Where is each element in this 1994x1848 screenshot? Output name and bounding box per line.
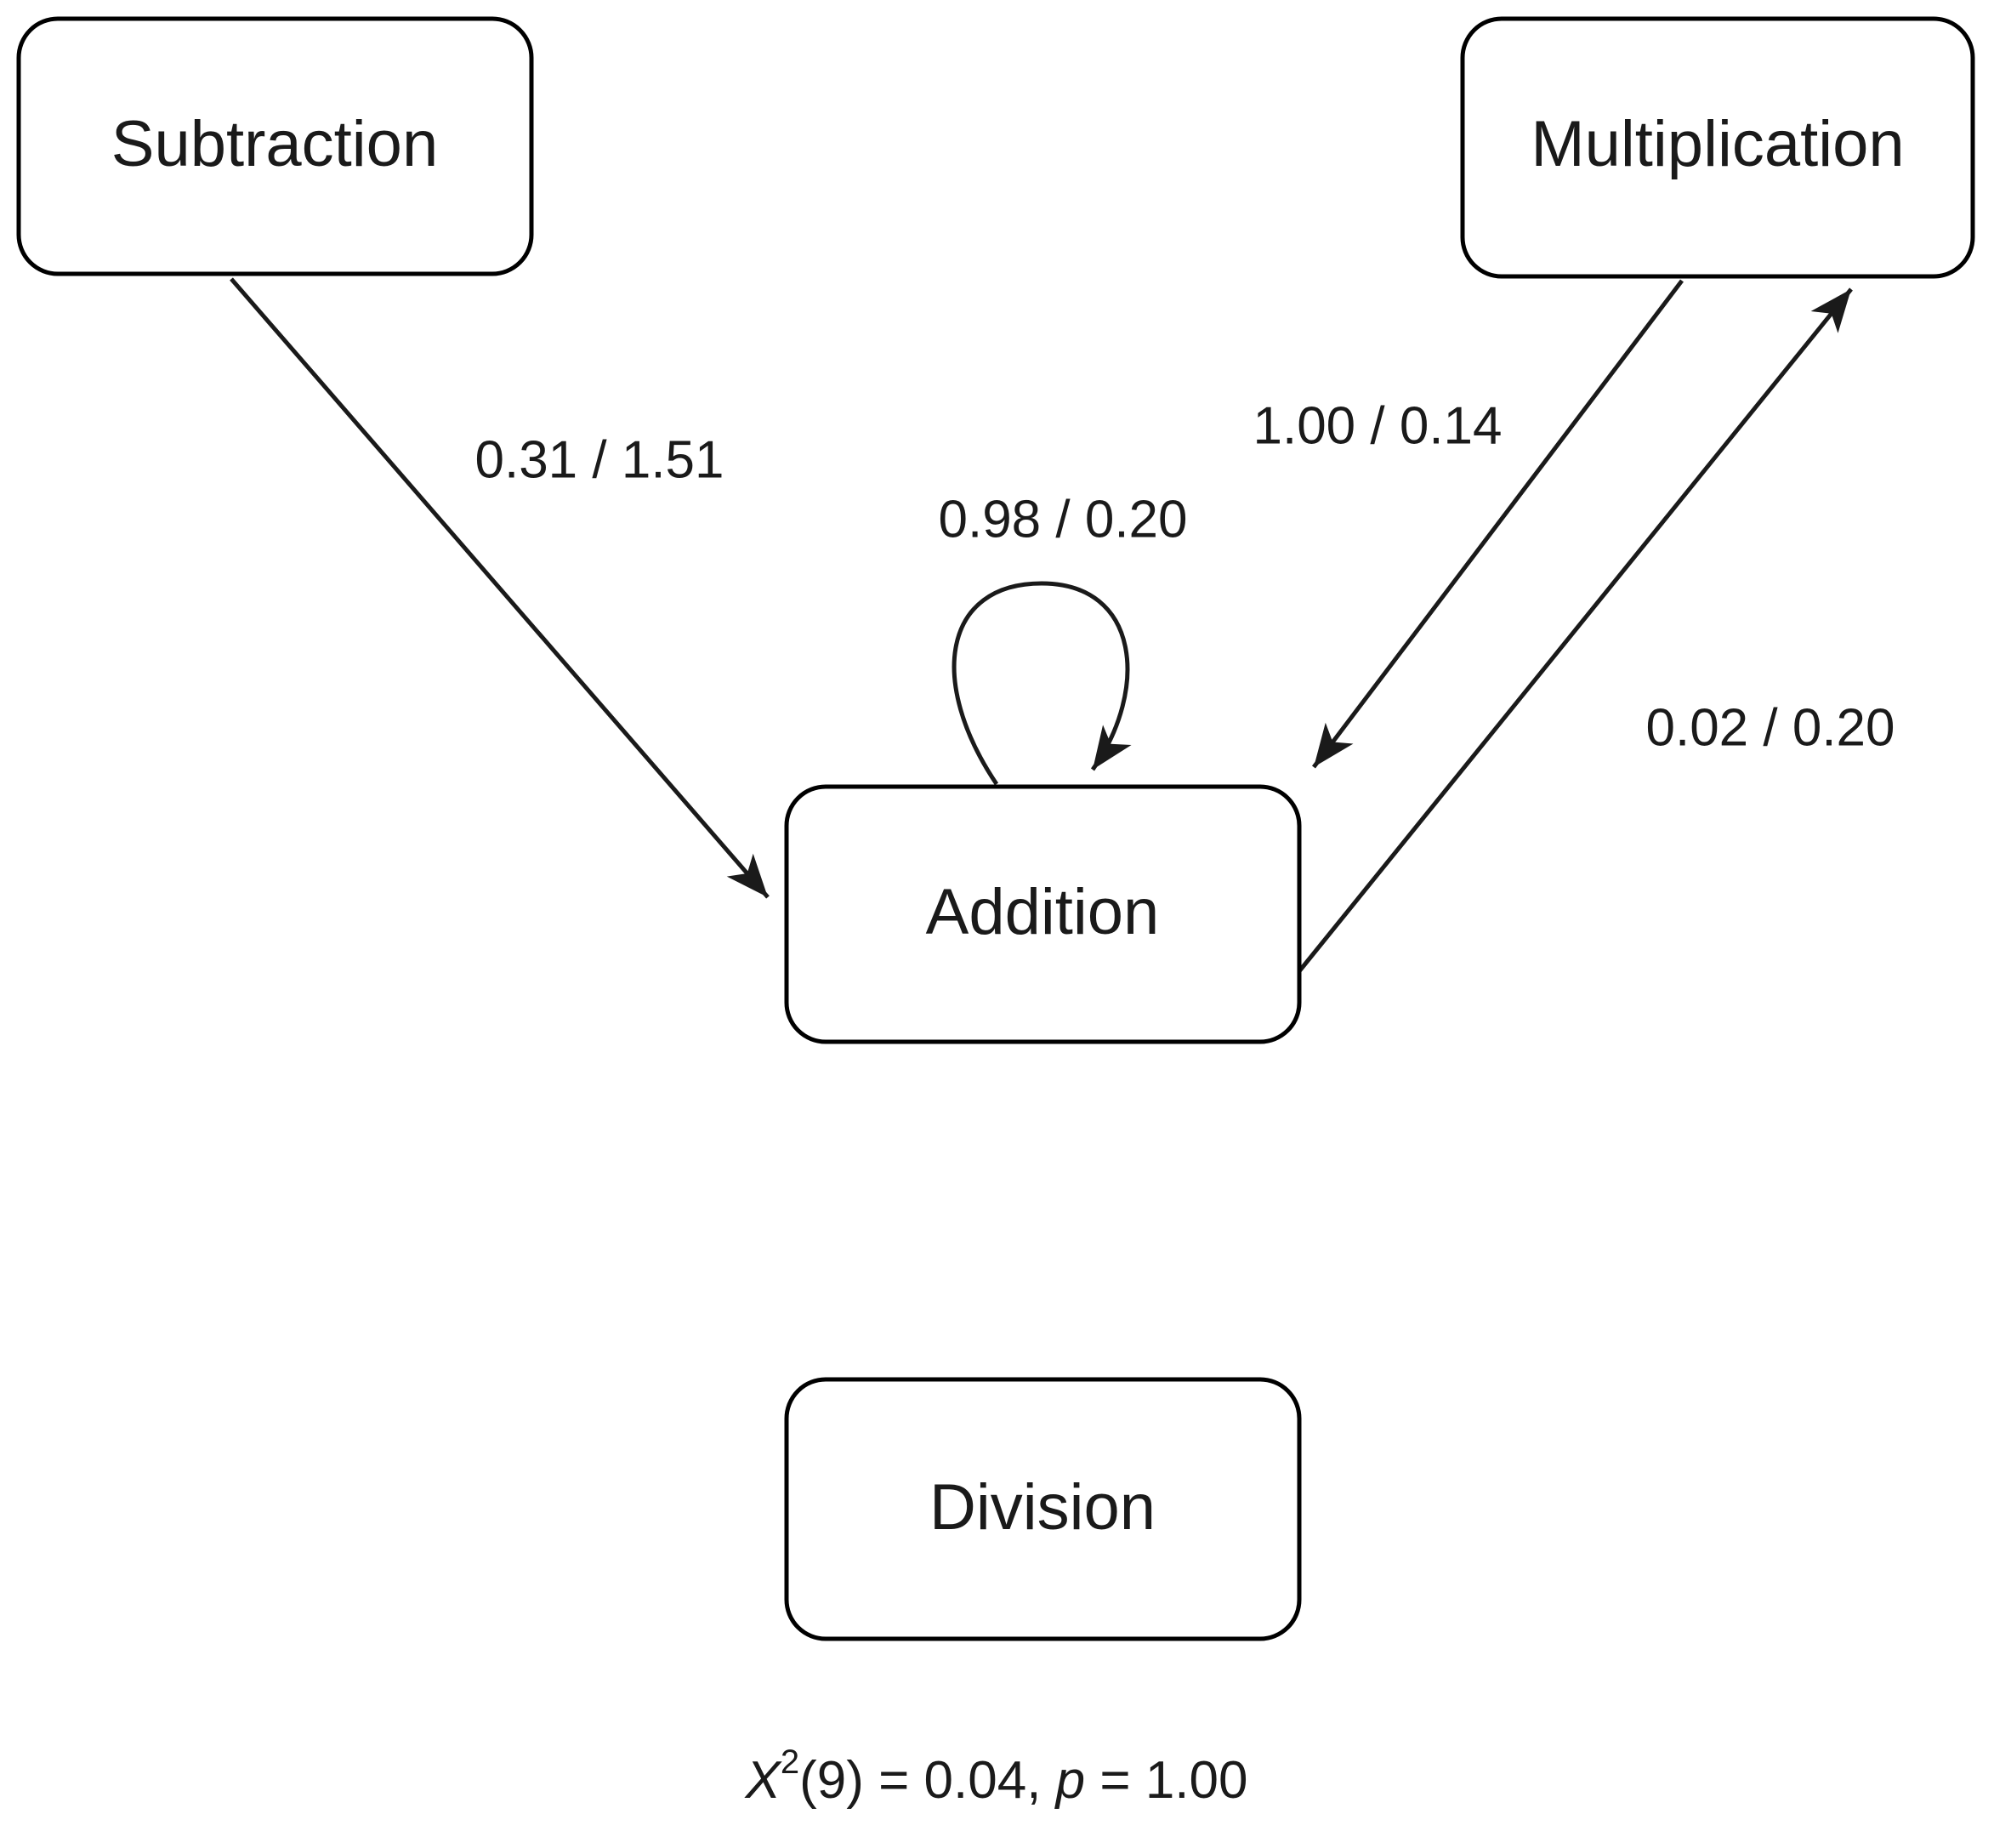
node-label-multiplication: Multiplication xyxy=(1531,108,1904,180)
edge-subtraction-to-addition: 0.31 / 1.51 xyxy=(230,277,770,899)
fit-statistic-caption: X2(9) = 0.04, p = 1.00 xyxy=(744,1743,1248,1811)
edge-label-add-to-mult: 0.02 / 0.20 xyxy=(1645,698,1895,757)
edge-multiplication-to-addition: 1.00 / 0.14 xyxy=(1253,279,1684,769)
edge-line-mult-to-add xyxy=(1312,279,1684,769)
edge-addition-to-multiplication: 0.02 / 0.20 xyxy=(1298,287,1895,973)
edge-label-addition-self: 0.98 / 0.20 xyxy=(938,490,1187,549)
edge-path-addition-self xyxy=(952,581,1132,786)
edge-label-mult-to-add: 1.00 / 0.14 xyxy=(1253,396,1502,455)
fit-statistic-text: X2(9) = 0.04, p = 1.00 xyxy=(744,1743,1248,1811)
node-box-multiplication[interactable] xyxy=(1460,16,1975,279)
fit-p-value: = 1.00 xyxy=(1085,1751,1247,1810)
node-label-addition: Addition xyxy=(926,876,1160,948)
fit-chi-superscript: 2 xyxy=(781,1743,799,1781)
node-label-division: Division xyxy=(929,1471,1156,1544)
node-box-division[interactable] xyxy=(784,1377,1302,1641)
node-division[interactable]: Division xyxy=(784,1377,1302,1641)
fit-p-symbol: p xyxy=(1054,1751,1085,1810)
node-box-subtraction[interactable] xyxy=(16,16,534,276)
edge-line-add-to-mult xyxy=(1298,287,1853,973)
fit-chi-symbol: X xyxy=(744,1751,783,1810)
node-box-addition[interactable] xyxy=(784,784,1302,1044)
edge-label-sub-to-add: 0.31 / 1.51 xyxy=(474,430,724,489)
node-subtraction[interactable]: Subtraction xyxy=(16,16,534,276)
node-addition[interactable]: Addition xyxy=(784,784,1302,1044)
edge-line-sub-to-add xyxy=(230,277,770,899)
edge-addition-self-loop: 0.98 / 0.20 xyxy=(938,490,1188,786)
fit-chi-equals: = 0.04, xyxy=(864,1751,1056,1810)
node-label-subtraction: Subtraction xyxy=(111,108,438,180)
node-multiplication[interactable]: Multiplication xyxy=(1460,16,1975,279)
fit-chi-df: (9) xyxy=(799,1751,864,1810)
